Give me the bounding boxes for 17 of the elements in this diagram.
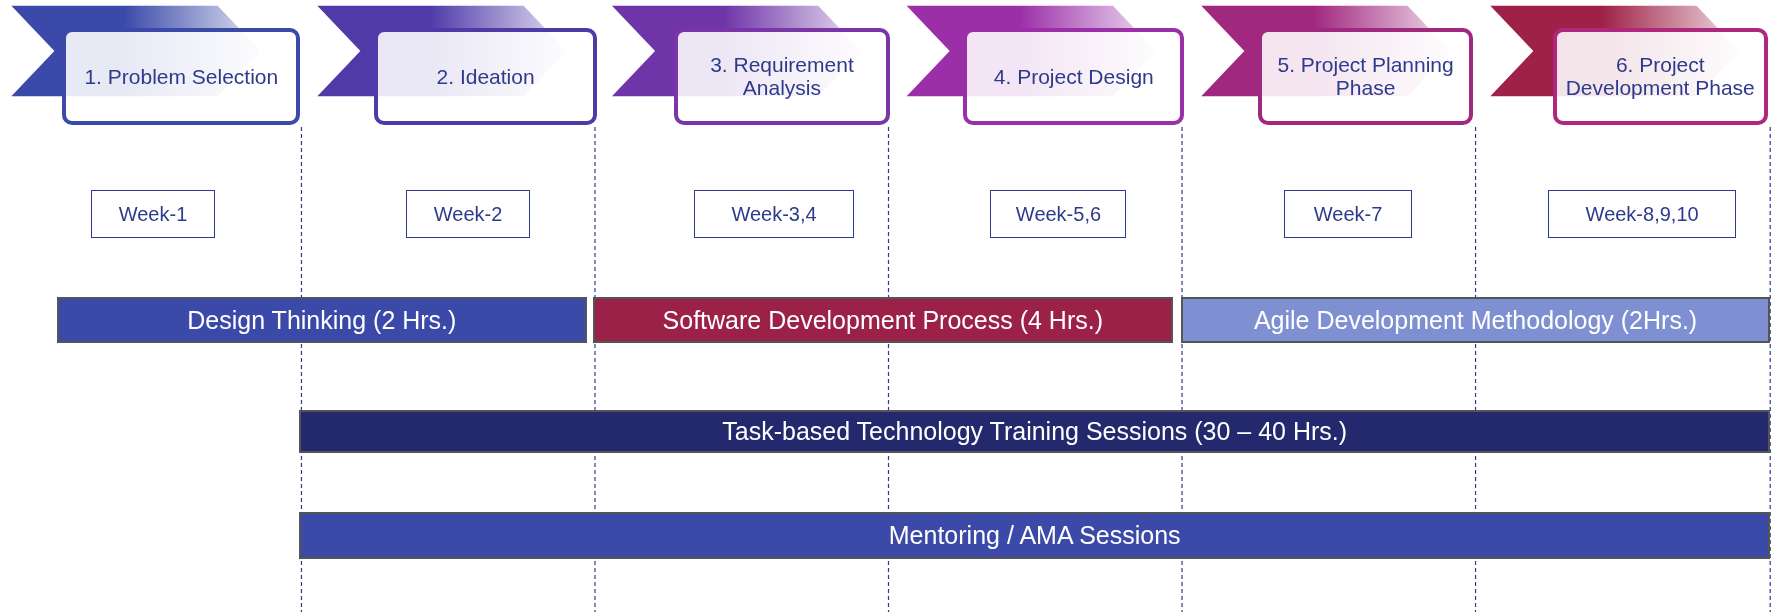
phase-box: 6. Project Development Phase [1552,28,1768,125]
week-label: Week-8,9,10 [1548,190,1737,238]
timeline-bar: Design Thinking (2 Hrs.) [56,296,588,344]
week-label: Week-1 [90,190,216,238]
phase-box: 3. Requirement Analysis [674,28,890,125]
timeline-bar: Mentoring / AMA Sessions [299,512,1771,559]
week-label: Week-5,6 [990,190,1127,238]
phase-box: 1. Problem Selection [62,28,301,125]
timeline-bar: Agile Development Methodology (2Hrs.) [1180,296,1771,344]
phase-box: 2. Ideation [374,28,598,125]
phase-box: 4. Project Design [963,28,1185,125]
week-label: Week-2 [405,190,531,238]
phase-box: 5. Project Planning Phase [1257,28,1474,125]
timeline-bar: Software Development Process (4 Hrs.) [592,296,1173,344]
week-label: Week-3,4 [693,190,855,238]
week-label: Week-7 [1284,190,1413,238]
timeline-bar: Task-based Technology Training Sessions (30 – 40 Hrs.) [299,410,1771,454]
